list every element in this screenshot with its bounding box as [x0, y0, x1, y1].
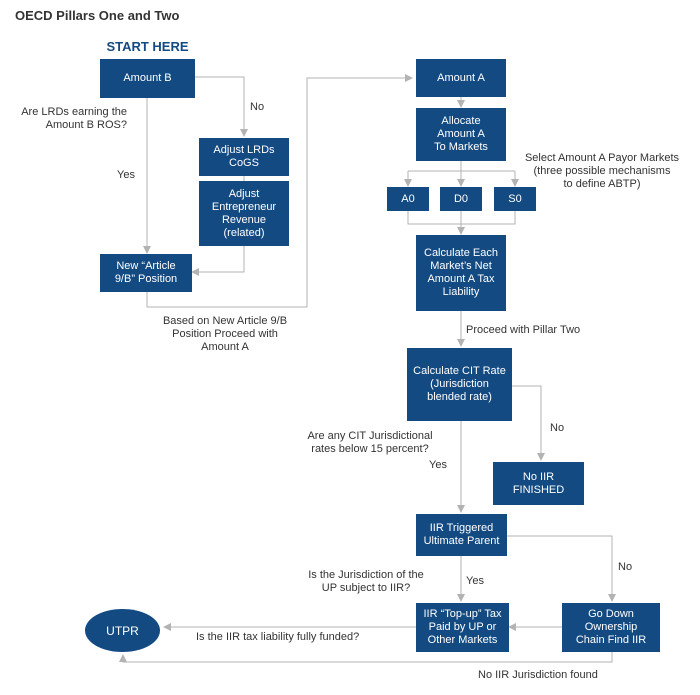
calc-cit-box: Calculate CIT Rate (Jurisdiction blended… [407, 348, 512, 421]
label-yes-1: Yes [117, 169, 135, 181]
label-yes-2: Yes [429, 459, 447, 471]
market-d0-box: D0 [440, 187, 482, 211]
arrow-new-article-to-amount-a [146, 74, 413, 308]
label-yes-3: Yes [466, 575, 484, 587]
utpr-ellipse: UTPR [85, 609, 160, 652]
new-article-box: New “Article 9/B” Position [100, 254, 192, 292]
question-up-iir: Is the Jurisdiction of the UP subject to… [308, 569, 424, 594]
iir-triggered-box: IIR Triggered Ultimate Parent [416, 514, 507, 556]
arrow-amountb-to-adjust-lrds [195, 76, 248, 137]
question-lrds: Are LRDs earning the Amount B ROS? [21, 106, 127, 131]
adjust-lrds-box: Adjust LRDs CoGS [199, 138, 289, 176]
label-no-3: No [618, 561, 633, 573]
label-no-1: No [250, 101, 265, 113]
arrow-iir-to-go-down [507, 535, 616, 602]
no-iir-box: No IIR FINISHED [493, 462, 584, 505]
page-title: OECD Pillars One and Two [15, 8, 180, 23]
market-a0-box: A0 [387, 187, 429, 211]
label-no-iir-found: No IIR Jurisdiction found [478, 669, 598, 681]
label-proceed-pillar-two: Proceed with Pillar Two [466, 324, 581, 336]
question-funded: Is the IIR tax liability fully funded? [196, 631, 360, 643]
question-cit: Are any CIT Jurisdictional rates below 1… [307, 430, 433, 455]
label-no-2: No [550, 422, 565, 434]
calc-market-box: Calculate Each Market’s Net Amount A Tax… [416, 235, 506, 311]
allocate-box: Allocate Amount A To Markets [416, 108, 506, 161]
label-based-on: Based on New Article 9/B Position Procee… [162, 315, 288, 353]
lines-markets-to-calc [407, 211, 516, 225]
adjust-entrepreneur-box: Adjust Entrepreneur Revenue (related) [199, 181, 289, 246]
market-s0-box: S0 [494, 187, 536, 211]
lines-allocate-to-markets [407, 161, 516, 185]
go-down-box: Go Down Ownership Chain Find IIR [562, 603, 660, 652]
iir-topup-box: IIR “Top-up” Tax Paid by UP or Other Mar… [416, 603, 509, 652]
label-select-payor: Select Amount A Payor Markets (three pos… [524, 152, 680, 190]
amount-a-box: Amount A [416, 59, 506, 97]
start-label: START HERE [106, 39, 189, 54]
amount-b-box: Amount B [100, 59, 195, 98]
arrow-entrepreneur-to-new-article [191, 246, 245, 276]
arrow-go-down-to-utpr [119, 652, 613, 663]
arrow-cit-to-no-iir [509, 385, 545, 461]
